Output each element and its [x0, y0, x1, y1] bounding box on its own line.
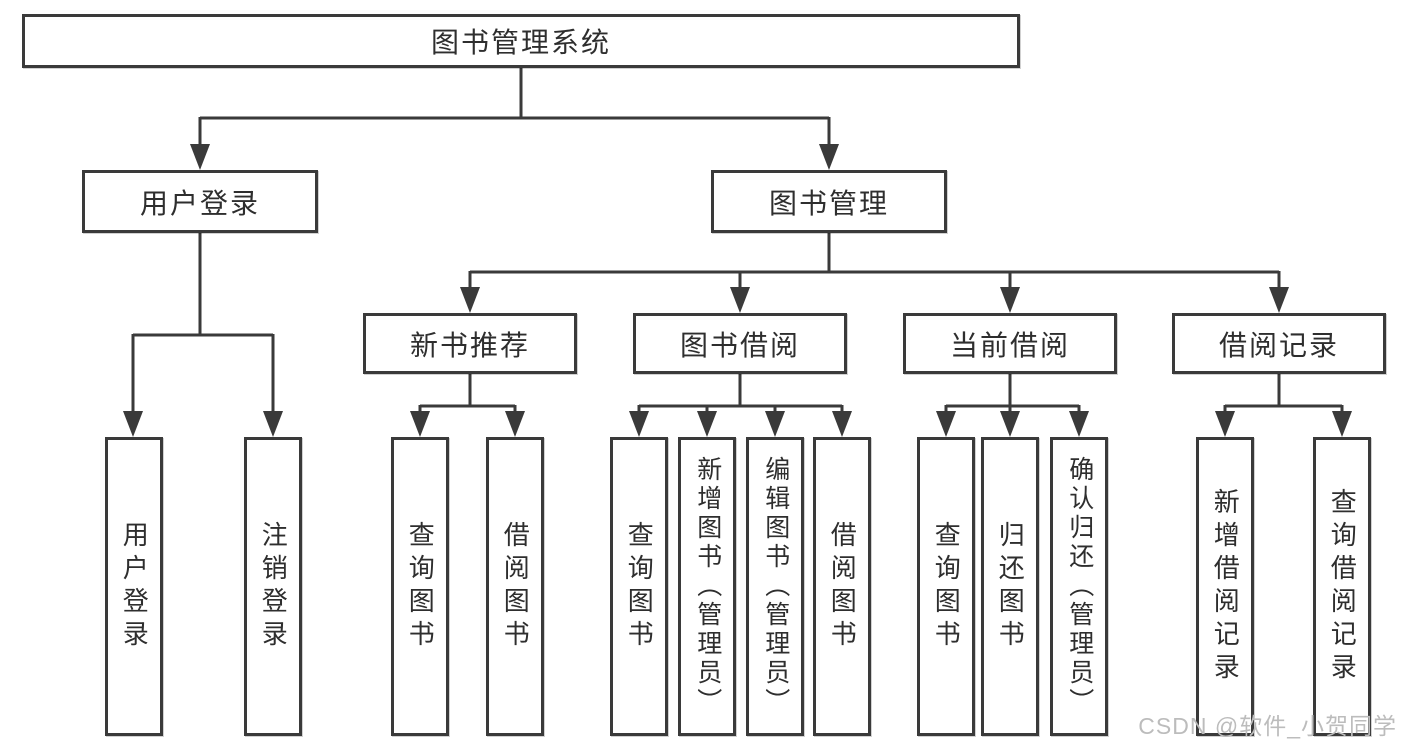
node-user-login: 用户登录: [82, 170, 318, 233]
connector-new-book-recommend: [418, 374, 517, 413]
arrow-icon: [190, 144, 210, 170]
arrow-icon: [505, 411, 525, 437]
node-current-borrow: 当前借阅: [903, 313, 1117, 374]
arrow-icon: [1000, 287, 1020, 313]
node-borrow-records: 借阅记录: [1172, 313, 1386, 374]
arrow-icon: [819, 144, 839, 170]
leaf-query-borrow-record-label: 查询借阅记录: [1327, 487, 1358, 686]
arrow-icon: [730, 287, 750, 313]
leaf-borrow-books-recommend: 借阅图书: [486, 437, 544, 736]
leaf-confirm-return-admin: 确认归还（管理员）: [1050, 437, 1108, 736]
leaf-borrow-books: 借阅图书: [813, 437, 871, 736]
leaf-query-books-current-label: 查询图书: [931, 520, 962, 653]
arrow-icon: [1215, 411, 1235, 437]
arrow-icon: [1269, 287, 1289, 313]
connector-book-management: [468, 233, 1281, 289]
node-book-management-label: 图书管理: [768, 187, 889, 219]
leaf-borrow-books-label: 借阅图书: [827, 520, 858, 653]
arrow-icon: [765, 411, 785, 437]
leaf-add-books-admin-label: 新增图书（管理员）: [693, 456, 722, 717]
arrowheads: [123, 144, 1352, 437]
node-book-borrow: 图书借阅: [633, 313, 847, 374]
node-current-borrow-label: 当前借阅: [949, 329, 1070, 361]
leaf-borrow-books-recommend-label: 借阅图书: [500, 520, 531, 653]
connector-borrow-records: [1223, 374, 1344, 413]
arrow-icon: [629, 411, 649, 437]
node-borrow-records-label: 借阅记录: [1218, 329, 1339, 361]
arrow-icon: [1069, 411, 1089, 437]
arrow-icon: [1332, 411, 1352, 437]
leaf-query-books-borrow: 查询图书: [610, 437, 668, 736]
node-book-borrow-label: 图书借阅: [679, 329, 800, 361]
leaf-query-borrow-record: 查询借阅记录: [1313, 437, 1371, 736]
node-root-label: 图书管理系统: [430, 27, 611, 58]
node-user-login-label: 用户登录: [139, 187, 260, 219]
arrow-icon: [123, 411, 143, 437]
leaf-logout-label: 注销登录: [258, 520, 289, 653]
leaf-return-books: 归还图书: [981, 437, 1039, 736]
arrow-icon: [832, 411, 852, 437]
leaf-query-books-recommend: 查询图书: [391, 437, 449, 736]
arrow-icon: [1000, 411, 1020, 437]
arrow-icon: [263, 411, 283, 437]
leaf-user-login: 用户登录: [105, 437, 163, 736]
leaf-logout: 注销登录: [244, 437, 302, 736]
arrow-icon: [460, 287, 480, 313]
arrow-icon: [410, 411, 430, 437]
node-root: 图书管理系统: [22, 14, 1020, 68]
connector-user-login: [131, 233, 275, 412]
leaf-edit-books-admin-label: 编辑图书（管理员）: [761, 456, 790, 717]
leaf-confirm-return-admin-label: 确认归还（管理员）: [1065, 456, 1094, 717]
csdn-watermark: CSDN @软件_小贺同学: [1138, 713, 1397, 739]
arrow-icon: [697, 411, 717, 437]
node-new-book-recommend-label: 新书推荐: [409, 329, 530, 361]
leaf-edit-books-admin: 编辑图书（管理员）: [746, 437, 804, 736]
leaf-add-borrow-record: 新增借阅记录: [1196, 437, 1254, 736]
leaf-user-login-label: 用户登录: [119, 520, 150, 653]
leaf-query-books-current: 查询图书: [917, 437, 975, 736]
node-book-management: 图书管理: [711, 170, 947, 233]
leaf-query-books-borrow-label: 查询图书: [624, 520, 655, 653]
leaf-query-books-recommend-label: 查询图书: [405, 520, 436, 653]
connector-current-borrow: [944, 374, 1081, 413]
leaf-add-borrow-record-label: 新增借阅记录: [1210, 487, 1241, 686]
connector-book-borrow: [637, 374, 844, 413]
leaf-add-books-admin: 新增图书（管理员）: [678, 437, 736, 736]
node-new-book-recommend: 新书推荐: [363, 313, 577, 374]
leaf-return-books-label: 归还图书: [995, 520, 1026, 653]
connector-root: [198, 68, 831, 146]
arrow-icon: [936, 411, 956, 437]
